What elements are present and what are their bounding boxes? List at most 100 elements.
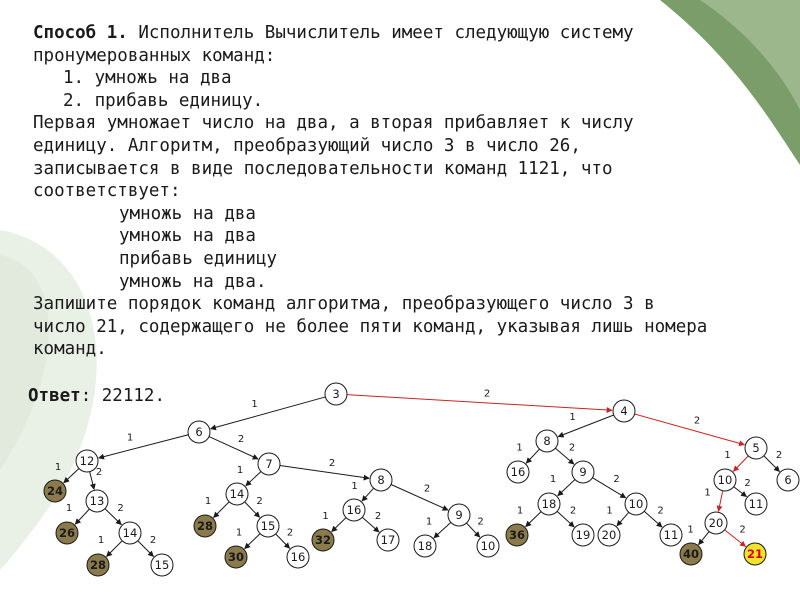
- command-2: 2. прибавь единицу.: [63, 90, 264, 111]
- step-line: умножь на два.: [119, 271, 267, 292]
- node-circle: [376, 528, 400, 552]
- tree-node-n14b: 14: [118, 521, 142, 545]
- tree-node-n14a: 14: [225, 482, 249, 506]
- edge-label: 1: [205, 496, 211, 507]
- edge-label: 2: [744, 478, 750, 489]
- edge-n4-n5: [634, 413, 746, 447]
- tree-node-n13: 13: [85, 489, 109, 513]
- node-label: 8: [543, 434, 550, 448]
- problem-line-2: пронумерованных команд:: [33, 45, 276, 66]
- edge-n12-n13: [89, 471, 96, 490]
- edge-label: 2: [694, 416, 700, 427]
- node-label: 18: [418, 539, 433, 553]
- tree-node-n6b: 6: [776, 468, 800, 492]
- step-line: умножь на два: [119, 203, 256, 224]
- tree-node-n19: 19: [571, 523, 595, 547]
- tree-node-n28a: 28: [193, 514, 217, 538]
- edge-n8a-n16a: [525, 448, 540, 464]
- node-label: 36: [509, 528, 525, 542]
- step-line: умножь на два: [119, 226, 256, 247]
- answer-line: Ответ: 22112.: [28, 386, 165, 406]
- node-circle: [369, 468, 393, 492]
- edge-n5-n10a: [732, 455, 749, 472]
- node-circle: [744, 436, 768, 460]
- edge-n8b-n16b: [361, 487, 375, 502]
- corner-swoosh-top-right-light: [700, 0, 800, 110]
- tree-node-n12: 12: [75, 449, 99, 473]
- edge-label: 2: [739, 525, 745, 536]
- tree-node-n20b: 20: [597, 523, 621, 547]
- edge-label: 2: [776, 450, 782, 461]
- node-label: 11: [664, 528, 679, 542]
- node-circle: [85, 489, 109, 513]
- node-label: 9: [579, 465, 586, 479]
- edge-n8a-n9a: [555, 447, 575, 465]
- node-circle: [55, 521, 79, 545]
- edge-label: 1: [704, 488, 710, 499]
- edge-label: 1: [66, 503, 72, 514]
- node-circle: [286, 545, 310, 569]
- tree-node-n10b: 10: [624, 492, 648, 516]
- edge-n15a-n16c: [275, 533, 291, 549]
- edge-n13-n14b: [104, 508, 122, 526]
- tree-node-n24: 24: [43, 479, 67, 503]
- node-label: 20: [709, 516, 724, 530]
- node-circle: [704, 511, 728, 535]
- tree-node-n8a: 8: [535, 429, 559, 453]
- node-label: 9: [455, 508, 462, 522]
- node-circle: [193, 514, 217, 538]
- tree-node-n16a: 16: [506, 460, 530, 484]
- node-label: 12: [80, 454, 95, 468]
- side-swoosh-left-light: [0, 230, 97, 570]
- edge-n10a-n20: [716, 490, 724, 512]
- intro-text: Исполнитель Вычислитель имеет следующую …: [127, 23, 634, 43]
- node-circle: [43, 479, 67, 503]
- node-circle: [506, 460, 530, 484]
- node-circle: [571, 523, 595, 547]
- edge-label: 1: [127, 433, 133, 444]
- node-label: 6: [195, 425, 202, 439]
- tree-node-n5: 5: [744, 436, 768, 460]
- tree-node-n36: 36: [505, 523, 529, 547]
- node-label: 4: [620, 404, 627, 418]
- node-circle: [225, 482, 249, 506]
- tree-node-n17: 17: [376, 528, 400, 552]
- node-circle: [624, 492, 648, 516]
- node-circle: [150, 553, 174, 577]
- edge-n14b-n28b: [106, 540, 123, 557]
- node-circle: [413, 534, 437, 558]
- node-label: 11: [749, 497, 764, 511]
- node-label: 10: [481, 539, 496, 553]
- edge-n20-n40: [698, 531, 710, 546]
- edge-n15a-n30: [244, 533, 261, 550]
- tree-node-n10c: 10: [476, 534, 500, 558]
- node-label: 14: [123, 526, 138, 540]
- edge-n10a-n11a: [733, 486, 747, 498]
- node-circle: [597, 523, 621, 547]
- edge-label: 2: [657, 506, 663, 517]
- command-1: 1. умножь на два: [63, 68, 232, 89]
- edge-n13-n26: [74, 508, 90, 525]
- tree-node-n9a: 9: [571, 460, 595, 484]
- edge-n9a-n18a: [557, 479, 576, 497]
- node-label: 15: [155, 558, 170, 572]
- node-label: 19: [576, 528, 591, 542]
- tree-node-n20: 20: [704, 511, 728, 535]
- edge-n7-n8b: [279, 465, 370, 481]
- edge-n14a-n28a: [213, 501, 230, 518]
- edge-label: 1: [606, 506, 612, 517]
- node-circle: [713, 468, 737, 492]
- para-line: Первая умножает число на два, а вторая п…: [33, 113, 634, 134]
- edge-n10b-n11b: [643, 510, 663, 528]
- edge-label: 1: [55, 462, 61, 473]
- edge-n9b-n10c: [466, 522, 481, 538]
- edge-n8b-n9b: [390, 484, 449, 511]
- tree-node-n4: 4: [612, 399, 636, 423]
- edge-label: 1: [569, 412, 575, 423]
- edge-n6-n12: [98, 434, 189, 460]
- edge-n14b-n15b: [137, 540, 154, 557]
- problem-text: Способ 1. Исполнитель Вычислитель имеет …: [33, 22, 773, 361]
